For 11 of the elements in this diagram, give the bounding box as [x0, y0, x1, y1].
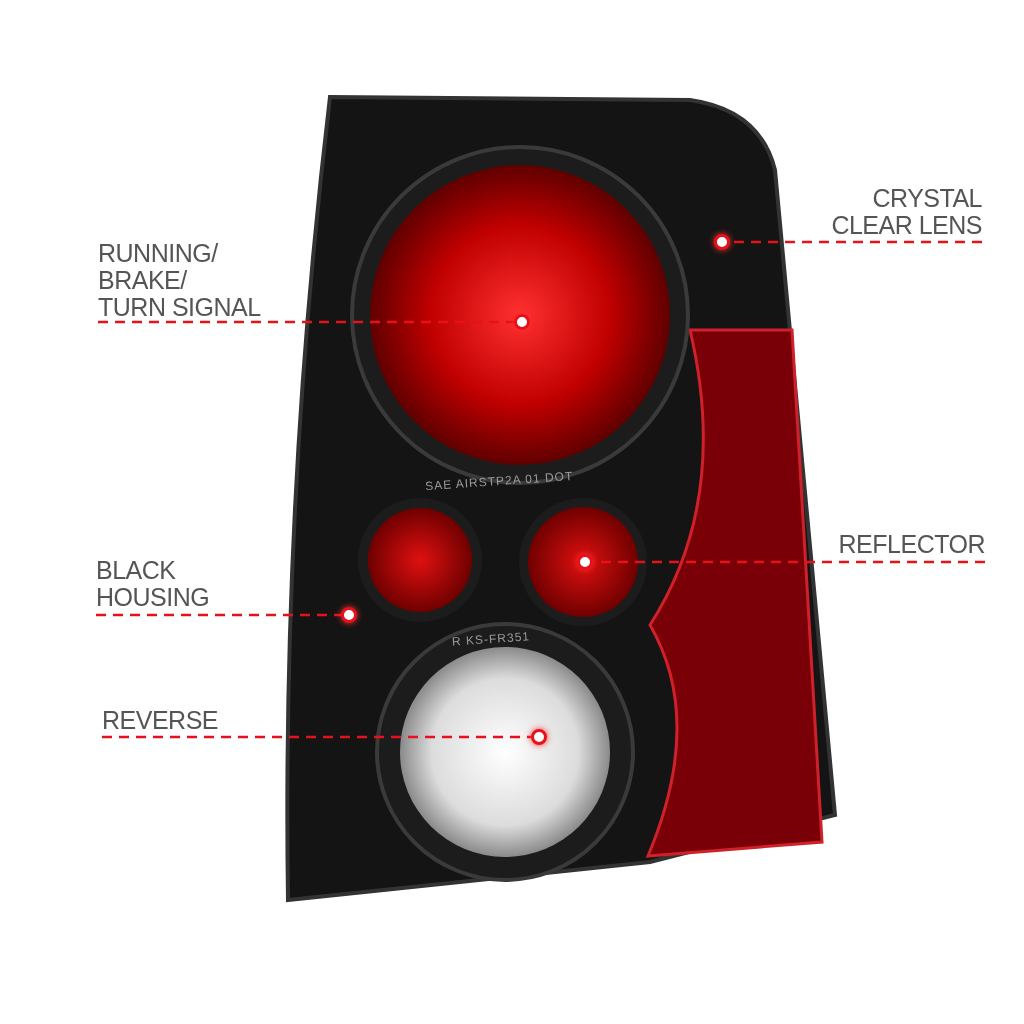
- leader-line: [96, 613, 341, 617]
- leader-line: [98, 320, 514, 324]
- molded-marking: R KS-FR351: [451, 629, 531, 649]
- callout-label: BLACK HOUSING: [96, 557, 236, 615]
- callout-label: REFLECTOR: [835, 531, 985, 562]
- leader-line: [102, 735, 531, 739]
- callout-label: RUNNING/ BRAKE/ TURN SIGNAL: [98, 240, 288, 322]
- leader-line: [593, 560, 985, 564]
- callout-label: REVERSE: [102, 707, 232, 737]
- callout-label: CRYSTAL CLEAR LENS: [812, 185, 982, 242]
- molded-marking: SAE AIRSTP2A 01 DOT: [424, 468, 574, 494]
